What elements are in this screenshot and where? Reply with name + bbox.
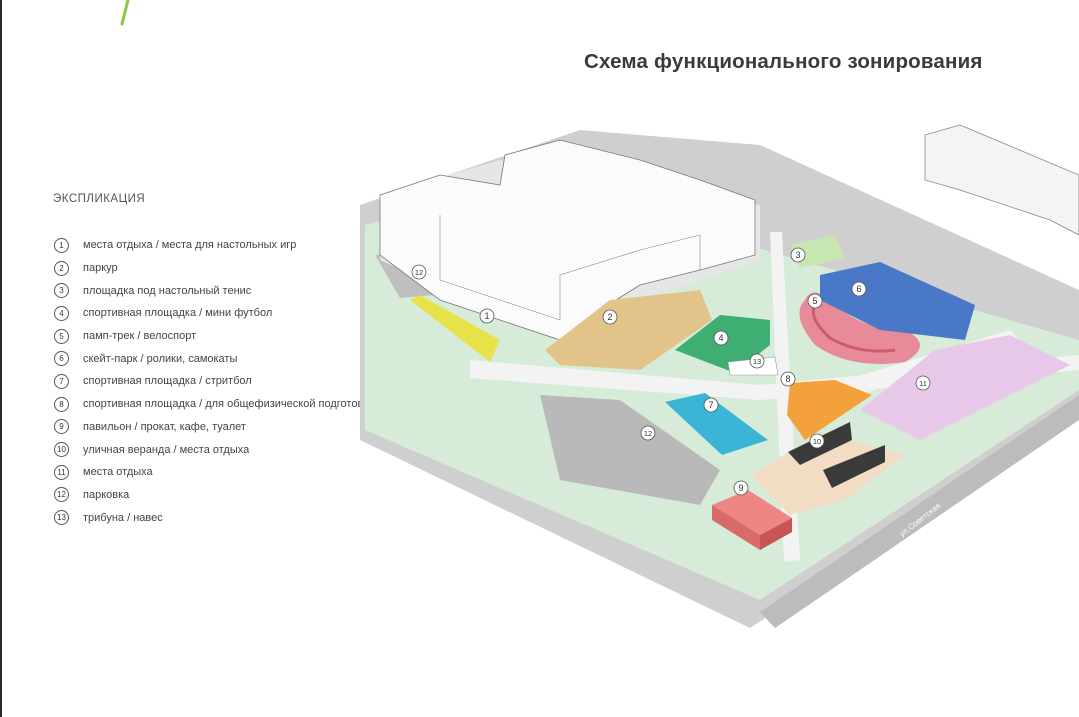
marker-2: 2 xyxy=(602,309,618,325)
marker-10-label: 10 xyxy=(813,437,821,446)
zone-2-parkour xyxy=(545,290,712,370)
parking-lot-bottom xyxy=(540,395,720,505)
building-main-facade xyxy=(439,215,701,321)
accent-stroke-logo xyxy=(120,0,130,26)
legend-number: 9 xyxy=(54,419,69,435)
marker-7-label: 7 xyxy=(708,400,713,410)
marker-1-label: 1 xyxy=(484,311,489,321)
marker-12-top: 12 xyxy=(411,264,427,280)
legend-item: 12 парковка xyxy=(54,484,424,507)
marker-12-bottom: 12 xyxy=(640,425,656,441)
zone-3-table-tennis xyxy=(790,235,845,268)
zone-7-streetball xyxy=(665,393,768,455)
zone-9-pavilion-roof xyxy=(712,490,792,535)
marker-10: 10 xyxy=(809,433,825,449)
street xyxy=(760,395,1079,628)
marker-7: 7 xyxy=(703,397,719,413)
marker-5: 5 xyxy=(807,293,823,309)
frame-left-border xyxy=(0,0,2,717)
legend-label: спортивная площадка / для общефизической… xyxy=(83,398,375,411)
legend-label: павильон / прокат, кафе, туалет xyxy=(83,420,246,433)
zone-6-skate-park xyxy=(820,262,975,340)
legend-item: 7 спортивная площадка / стритбол xyxy=(54,370,424,393)
legend-label: спортивная площадка / стритбол xyxy=(83,375,252,388)
legend-item: 13 трибуна / навес xyxy=(54,506,424,529)
zone-10-canopy-b xyxy=(823,445,885,488)
legend-item: 11 места отдыха xyxy=(54,461,424,484)
marker-11-label: 11 xyxy=(919,379,927,388)
legend-number: 5 xyxy=(54,328,69,344)
path-main-diagonal xyxy=(470,355,1079,400)
marker-8-label: 8 xyxy=(785,374,790,384)
legend-number: 11 xyxy=(54,464,69,480)
marker-13: 13 xyxy=(749,353,765,369)
legend-item: 5 памп-трек / велоспорт xyxy=(54,325,424,348)
legend-label: места отдыха / места для настольных игр xyxy=(83,239,297,252)
legend-label: скейт-парк / ролики, самокаты xyxy=(83,352,238,365)
marker-5-label: 5 xyxy=(812,296,817,306)
marker-8: 8 xyxy=(780,371,796,387)
legend-item: 2 паркур xyxy=(54,257,424,280)
marker-12-top-label: 12 xyxy=(415,268,423,277)
legend-label: спортивная площадка / мини футбол xyxy=(83,307,273,320)
page-title: Схема функционального зонирования xyxy=(584,50,983,73)
legend-number: 10 xyxy=(54,442,69,458)
legend-label: места отдыха xyxy=(83,466,153,479)
legend-number: 13 xyxy=(54,510,69,526)
legend-label: паркур xyxy=(83,262,118,275)
zone-5-pump-track xyxy=(799,292,920,364)
legend-item: 10 уличная веранда / места отдыха xyxy=(54,438,424,461)
legend-label: парковка xyxy=(83,488,130,501)
zone-5-pump-track-inner xyxy=(811,304,896,353)
marker-11: 11 xyxy=(915,375,931,391)
zone-1-rest-tables xyxy=(410,295,500,362)
marker-2-label: 2 xyxy=(607,312,612,322)
legend-label: площадка под настольный тенис xyxy=(83,284,252,297)
legend-item: 6 скейт-парк / ролики, самокаты xyxy=(54,347,424,370)
marker-9: 9 xyxy=(733,480,749,496)
legend-number: 3 xyxy=(54,283,69,299)
marker-3-label: 3 xyxy=(795,250,800,260)
marker-13-label: 13 xyxy=(753,357,761,366)
marker-12-bottom-label: 12 xyxy=(644,429,652,438)
legend-list: 1 места отдыха / места для настольных игр… xyxy=(54,234,424,529)
building-main xyxy=(379,139,756,341)
legend-number: 4 xyxy=(54,305,69,321)
marker-6: 6 xyxy=(851,281,867,297)
zone-9-pavilion-wall xyxy=(712,505,760,550)
marker-3: 3 xyxy=(790,247,806,263)
marker-1: 1 xyxy=(479,308,495,324)
legend-label: уличная веранда / места отдыха xyxy=(83,443,250,456)
zone-8-workout xyxy=(787,380,872,440)
zone-9-pavilion-side xyxy=(760,518,792,550)
marker-6-label: 6 xyxy=(856,284,861,294)
legend-item: 9 павильон / прокат, кафе, туалет xyxy=(54,416,424,439)
legend-title: ЭКСПЛИКАЦИЯ xyxy=(53,193,146,205)
marker-4-label: 4 xyxy=(718,333,723,343)
zoning-map: 1 2 3 4 5 6 7 8 9 10 11 12 12 13 ул.Сове… xyxy=(360,124,1079,628)
legend-item: 8 спортивная площадка / для общефизическо… xyxy=(54,393,424,416)
marker-4: 4 xyxy=(713,330,729,346)
legend-item: 1 места отдыха / места для настольных игр xyxy=(54,234,424,257)
legend-number: 7 xyxy=(54,373,69,389)
legend-number: 6 xyxy=(54,351,69,367)
legend-label: трибуна / навес xyxy=(83,511,163,524)
legend-label: памп-трек / велоспорт xyxy=(83,330,197,343)
legend-number: 12 xyxy=(54,487,69,503)
legend-number: 1 xyxy=(54,237,69,253)
building-right xyxy=(924,124,1079,236)
legend-number: 2 xyxy=(54,260,69,276)
marker-9-label: 9 xyxy=(738,483,743,493)
legend-number: 8 xyxy=(54,396,69,412)
legend-item: 4 спортивная площадка / мини футбол xyxy=(54,302,424,325)
legend-item: 3 площадка под настольный тенис xyxy=(54,279,424,302)
map-markers: 1 2 3 4 5 6 7 8 9 10 11 12 12 13 xyxy=(411,247,931,496)
zone-11-rest xyxy=(860,335,1070,440)
